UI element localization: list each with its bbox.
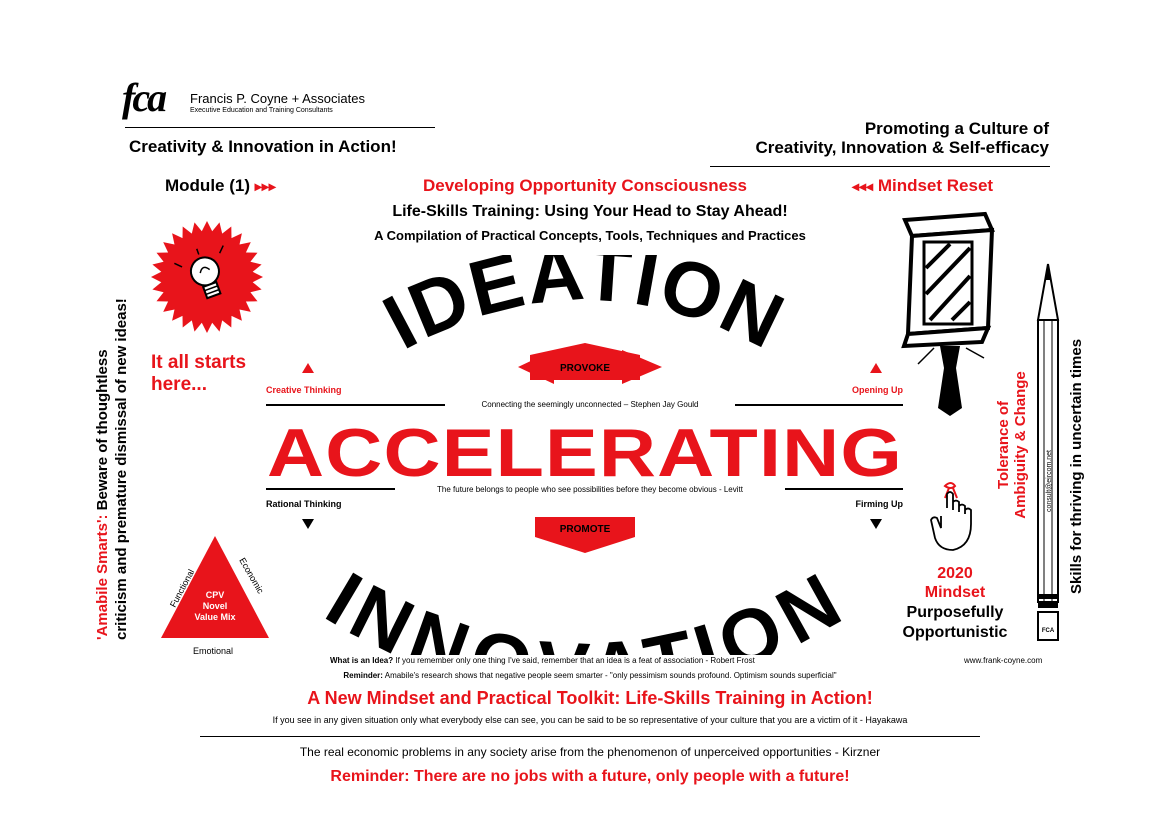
mindset-reset-text: Mindset Reset [877,176,994,195]
starts-here-1: It all starts [151,352,247,373]
amabile-line1: 'Amabile Smarts': Beware of thoughtless [93,240,112,640]
creative-thinking-label: Creative Thinking [266,385,342,395]
firming-down-triangle [870,519,882,529]
starburst-icon [151,221,263,333]
website-link[interactable]: www.frank-coyne.com [964,656,1043,665]
triangle-line1: CPV [206,590,225,600]
hayakawa-quote: If you see in any given situation only w… [272,715,908,725]
ballot-box-icon [901,211,995,416]
innovation-word: INNOVATION [313,555,856,655]
rational-thinking-label: Rational Thinking [266,499,342,509]
footer-headline: A New Mindset and Practical Toolkit: Lif… [307,688,873,708]
module-label-text: Module (1) [165,176,250,195]
amabile-line2: criticism and premature dismissal of new… [113,298,130,640]
reminder-amabile-text: Amabile's research shows that negative p… [382,671,837,680]
amabile-vertical: 'Amabile Smarts': Beware of thoughtless … [93,240,131,640]
company-name: Francis P. Coyne + Associates [190,91,365,106]
mindset-label: Mindset [924,584,986,601]
pencil-logo: FCA [1042,628,1055,634]
company-tagline: Executive Education and Training Consult… [190,107,333,114]
creative-up-triangle [302,363,314,373]
opening-up-label: Opening Up [852,385,903,395]
starts-here-2: here... [151,374,207,395]
triangle-bottom-label: Emotional [193,646,233,656]
rational-down-triangle [302,519,314,529]
quote-bottom: The future belongs to people who see pos… [437,485,744,494]
opportunistic-label: Opportunistic [902,624,1008,641]
firming-up-label: Firming Up [856,499,904,509]
module-title: Developing Opportunity Consciousness [423,176,747,195]
play-arrows-icon: ▸▸▸ [254,178,276,194]
subtitle-2: A Compilation of Practical Concepts, Too… [374,228,806,243]
skills-vertical: Skills for thriving in uncertain times [1068,338,1085,594]
kirzner-quote: The real economic problems in any societ… [299,745,881,759]
lightbulb-icon [174,245,224,300]
logo-rule [125,127,435,128]
left-title: Creativity & Innovation in Action! [129,137,397,156]
right-rule [710,166,1050,167]
hand-string-icon [930,482,972,551]
amabile-text: Beware of thoughtless [94,349,111,515]
purposefully-label: Purposefully [906,604,1004,621]
mindset-reset: ◂◂◂ Mindset Reset [852,176,993,196]
tolerance-line2: Ambiguity & Change [1012,371,1029,519]
promote-arrow [535,517,635,553]
idea-quote-label: What is an Idea? [330,656,394,665]
reminder-jobs: Reminder: There are no jobs with a futur… [330,768,850,785]
pencil-email: consult@eircom.net [1046,450,1053,512]
main-graphic: IDEATION INNOVATION PROVOKE Creative Thi… [266,255,904,655]
tolerance-line1: Tolerance of [995,400,1012,490]
idea-quote-text: If you remember only one thing I've said… [393,656,755,665]
promote-label: PROMOTE [560,524,611,535]
quote-top: Connecting the seemingly unconnected – S… [481,400,698,409]
tolerance-vertical: Tolerance of Ambiguity & Change [995,360,1029,530]
subtitle-1: Life-Skills Training: Using Your Head to… [392,203,788,220]
footer-rule [200,736,980,737]
pencil-icon: FCA consult@eircom.net [1036,263,1060,641]
mindset-year: 2020 [937,565,973,582]
rewind-arrows-icon: ◂◂◂ [852,178,874,194]
idea-quote: What is an Idea? If you remember only on… [330,656,755,665]
logo-mark: fca [122,75,167,120]
fca-logo: fca [122,75,167,120]
right-title-line2: Creativity, Innovation & Self-efficacy [755,138,1049,157]
module-label: Module (1) ▸▸▸ [165,176,276,196]
accelerating-word: ACCELERATING [267,415,903,491]
provoke-label: PROVOKE [560,363,610,374]
triangle-line3: Value Mix [194,612,235,622]
opening-up-triangle [870,363,882,373]
cpv-triangle: CPV Novel Value Mix Functional Economic … [161,536,269,656]
reminder-amabile: Reminder: Amabile's research shows that … [200,671,980,680]
right-title-line1: Promoting a Culture of [864,119,1049,138]
reminder-amabile-label: Reminder: [343,671,383,680]
amabile-label: 'Amabile Smarts': [94,514,111,640]
triangle-line2: Novel [203,601,228,611]
